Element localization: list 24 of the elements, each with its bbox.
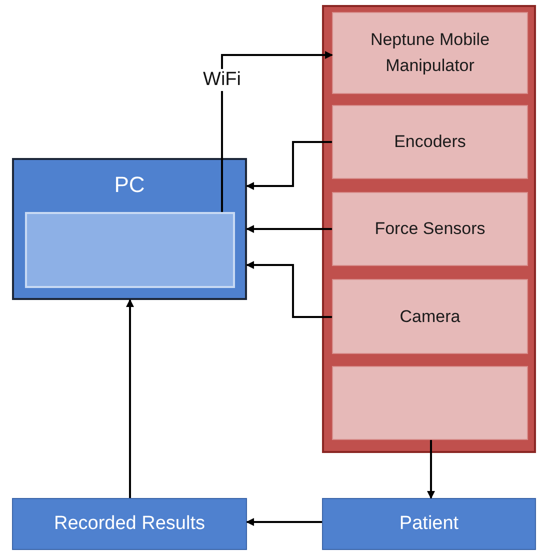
component-box	[332, 279, 528, 354]
arrow	[246, 261, 332, 318]
arrow	[246, 518, 322, 526]
arrow	[427, 440, 435, 499]
component-box	[332, 192, 528, 266]
process-box	[322, 498, 536, 550]
node-label: Encoders	[394, 131, 466, 153]
robot-panel	[322, 5, 536, 453]
node-label: Patient	[399, 512, 459, 536]
arrow	[246, 225, 332, 233]
arrow	[126, 299, 134, 498]
component-box	[332, 366, 528, 440]
arrow	[246, 141, 332, 190]
node-label: Camera	[400, 306, 460, 328]
node-label: Recorded Results	[54, 512, 206, 536]
process-box	[12, 498, 247, 550]
component-box	[332, 12, 528, 94]
node-label: Force Sensors	[374, 218, 486, 240]
component-box	[332, 105, 528, 179]
computer-box	[12, 158, 247, 300]
software-box	[25, 212, 235, 288]
node-label: PC	[114, 171, 145, 199]
arrow	[221, 51, 333, 212]
node-label: Neptune Mobile Manipulator	[369, 29, 491, 77]
